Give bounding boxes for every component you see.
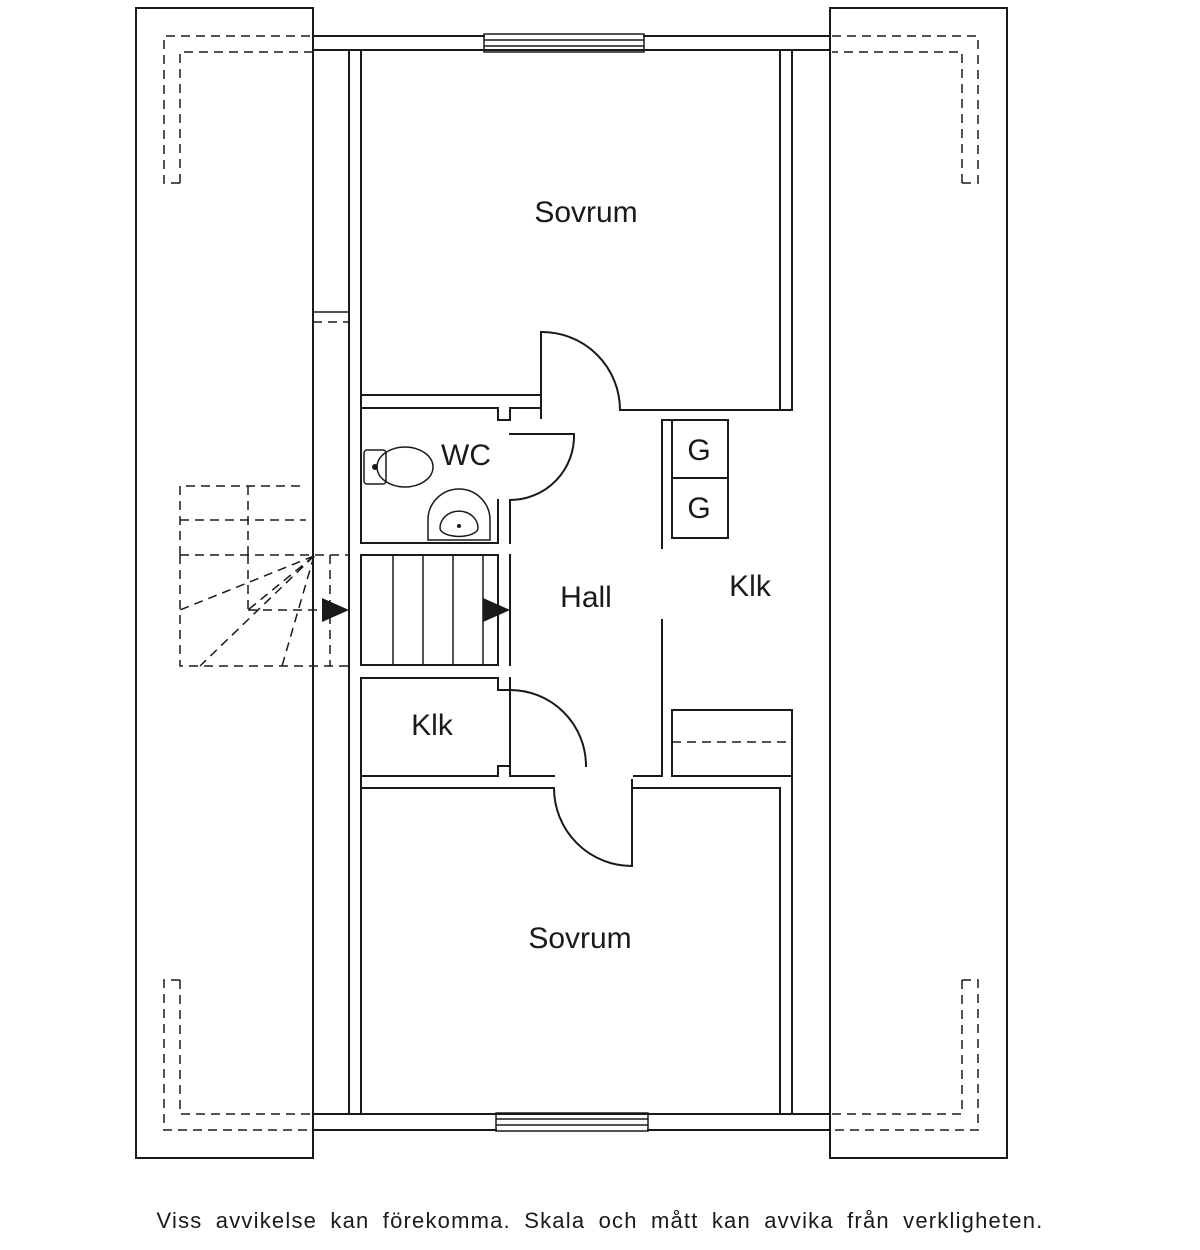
room-label-klk-right: Klk [729, 570, 772, 603]
klk-left-walls [360, 677, 511, 777]
right-eave [829, 7, 1008, 1159]
room-label-bedroom-bottom: Sovrum [528, 922, 631, 955]
floor-plan: Sovrum WC G G Hall Klk Klk Sovrum [135, 7, 1008, 1159]
room-label-bedroom-top: Sovrum [534, 196, 637, 229]
stairs-dashed-lower [179, 485, 349, 667]
knee-wall-left [313, 49, 350, 1115]
window-bottom [495, 1112, 649, 1132]
left-eave [135, 7, 314, 1159]
window-top [483, 33, 645, 53]
closet-label-g1: G [687, 434, 710, 467]
room-label-klk-left: Klk [411, 709, 454, 742]
sink-icon [427, 488, 491, 541]
disclaimer-text: Viss avvikelse kan förekomma. Skala och … [156, 1208, 1044, 1233]
room-label-hall: Hall [560, 581, 612, 614]
bedroom-bottom-walls [360, 775, 793, 1115]
stairs [360, 554, 511, 666]
g-closets [661, 419, 729, 549]
wc-door [508, 432, 576, 502]
room-label-wc: WC [441, 439, 491, 472]
bedroom-top-door [539, 330, 622, 419]
roof-overhang-dashes [163, 35, 979, 1131]
toilet-icon [363, 446, 434, 488]
bedroom-bottom-door [552, 779, 634, 868]
klk-right-storage [671, 709, 793, 777]
klk-left-door [508, 688, 588, 768]
closet-label-g2: G [687, 492, 710, 525]
bedroom-top-walls [360, 49, 793, 411]
wc-walls [360, 394, 542, 544]
